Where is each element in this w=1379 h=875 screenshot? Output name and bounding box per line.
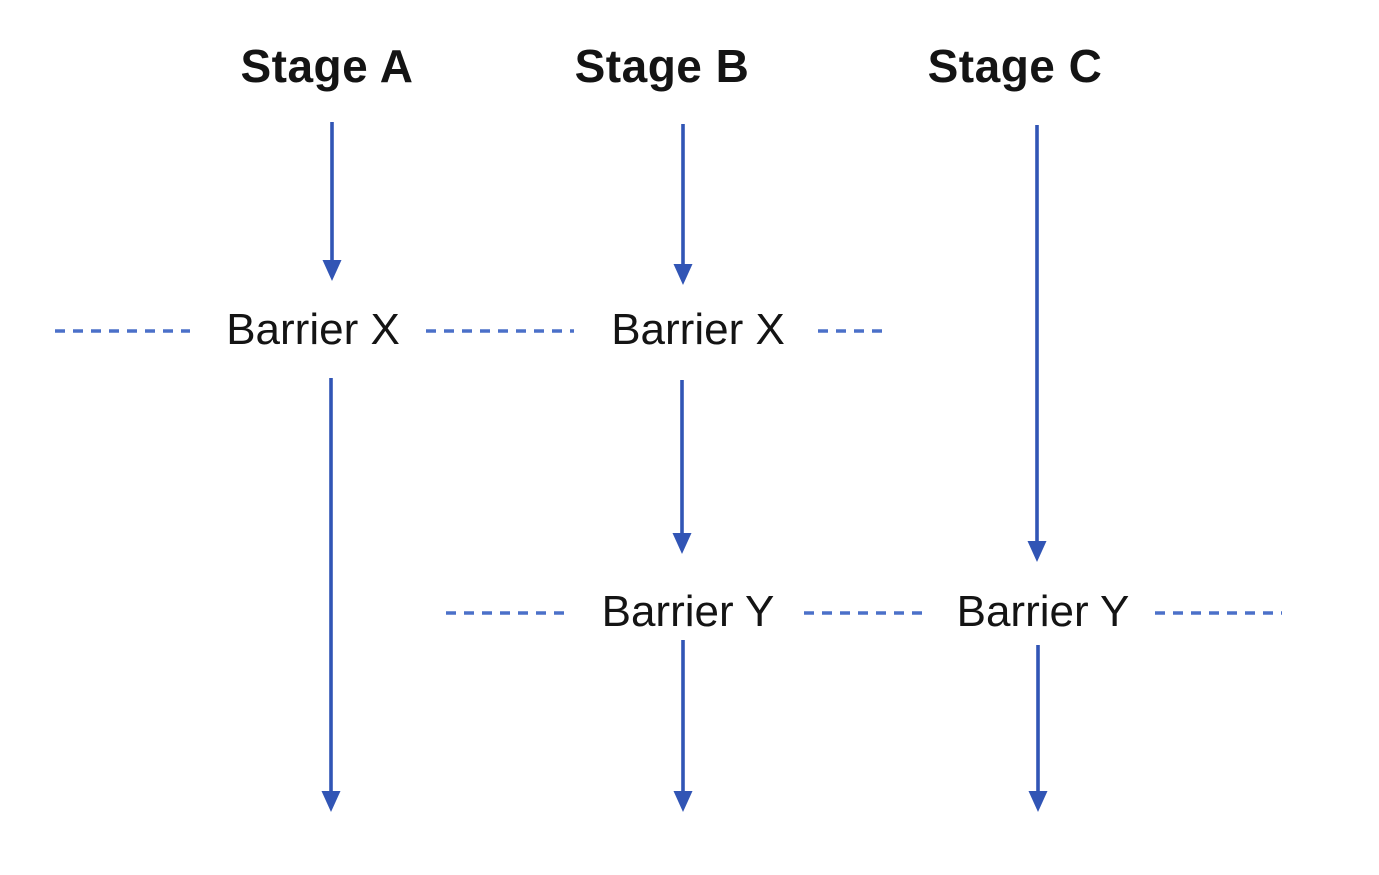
arrowhead-icon (673, 264, 693, 285)
stage-c-arrow-bottom (1028, 645, 1048, 812)
stage-b-arrow-middle (672, 380, 692, 554)
arrowhead-icon (1028, 791, 1048, 812)
stage-b-heading: Stage B (574, 40, 750, 92)
barrier-y-label-stage-b: Barrier Y (601, 587, 775, 636)
arrowhead-icon (673, 791, 693, 812)
stage-b-arrow-top (673, 124, 693, 285)
stage-b-arrow-bottom (673, 640, 693, 812)
arrowhead-icon (322, 260, 342, 281)
stage-c-arrow-top (1027, 125, 1047, 562)
stage-a-heading: Stage A (240, 40, 414, 92)
stage-c-heading: Stage C (927, 40, 1103, 92)
arrowhead-icon (1027, 541, 1047, 562)
barrier-x-label-stage-a: Barrier X (226, 305, 400, 354)
stage-a-arrow-bottom (321, 378, 341, 812)
arrowhead-icon (672, 533, 692, 554)
stage-a-arrow-top (322, 122, 342, 281)
barrier-y-label-stage-c: Barrier Y (956, 587, 1130, 636)
barrier-x-label-stage-b: Barrier X (611, 305, 785, 354)
arrowhead-icon (321, 791, 341, 812)
